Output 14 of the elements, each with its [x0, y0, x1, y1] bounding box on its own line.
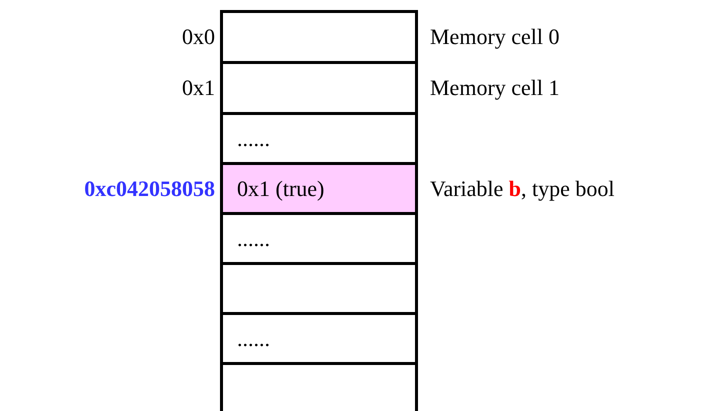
memory-cell: ......: [220, 212, 418, 265]
memory-cell: [220, 262, 418, 315]
memory-cell: 0x1 (true): [220, 162, 418, 215]
address-label: 0x0: [182, 26, 215, 48]
cell-description: Variable b, type bool: [430, 178, 615, 200]
memory-cell: [220, 10, 418, 64]
address-label: 0xc042058058: [84, 178, 215, 200]
memory-cell: [220, 61, 418, 115]
cell-description: Memory cell 0: [430, 26, 560, 48]
memory-cell: [220, 362, 418, 411]
cell-description: Memory cell 1: [430, 77, 560, 99]
memory-cell: ......: [220, 312, 418, 365]
memory-cell: ......: [220, 112, 418, 165]
address-label: 0x1: [182, 77, 215, 99]
